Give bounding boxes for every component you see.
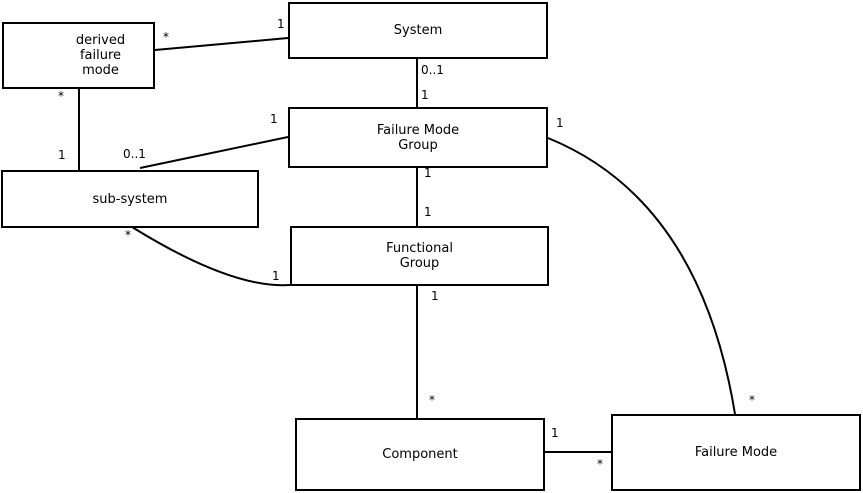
multiplicity-m-dfm-down-star: * xyxy=(58,89,64,103)
class-label-failure-mode: Failure Mode xyxy=(694,445,778,460)
class-label-failure-mode-group: Failure Mode Group xyxy=(376,122,460,153)
multiplicity-m-system-down-zeroone: 0..1 xyxy=(421,63,444,77)
multiplicity-m-fm-curve-star: * xyxy=(749,393,755,407)
multiplicity-m-fmg-down-one: 1 xyxy=(424,166,432,180)
class-label-component: Component xyxy=(382,447,458,462)
multiplicity-m-fg-up-one: 1 xyxy=(424,205,432,219)
class-label-sub-system: sub-system xyxy=(92,191,168,207)
multiplicity-m-system-to-dfm-one: 1 xyxy=(277,17,285,31)
multiplicity-m-component-to-fm-one: 1 xyxy=(551,426,559,440)
class-box-failure-mode-group[interactable]: Failure Mode Group xyxy=(288,107,548,168)
multiplicity-m-fg-down-one: 1 xyxy=(431,289,439,303)
class-label-functional-group: Functional Group xyxy=(386,241,453,271)
association-derived-failure-mode-to-system xyxy=(154,37,289,51)
class-box-component[interactable]: Component xyxy=(295,418,545,491)
multiplicity-m-subsystem-to-fmg-zeroone: 0..1 xyxy=(123,147,146,161)
multiplicity-m-subsystem-curve-star: * xyxy=(125,228,131,242)
multiplicity-m-fg-curve-one: 1 xyxy=(272,269,280,283)
multiplicity-m-fmg-to-fm-one: 1 xyxy=(556,116,564,130)
class-box-functional-group[interactable]: Functional Group xyxy=(290,226,549,286)
class-label-derived-failure-mode: derived failure mode xyxy=(75,33,126,78)
multiplicity-m-component-up-star: * xyxy=(429,393,435,407)
class-box-derived-failure-mode[interactable]: derived failure mode xyxy=(2,22,155,89)
multiplicity-m-fmg-up-one: 1 xyxy=(421,88,429,102)
association-sub-system-to-functional-group xyxy=(131,226,291,287)
class-box-system[interactable]: System xyxy=(288,2,548,59)
multiplicity-m-subsystem-up-one: 1 xyxy=(58,148,66,162)
class-box-sub-system[interactable]: sub-system xyxy=(1,170,259,228)
multiplicity-m-fmg-to-subsystem-one: 1 xyxy=(270,112,278,126)
multiplicity-m-fm-to-component-star: * xyxy=(597,457,603,471)
association-sub-system-to-failure-mode-group xyxy=(139,136,289,169)
class-label-system: System xyxy=(393,23,443,38)
multiplicity-m-dfm-to-system-star: * xyxy=(163,30,169,44)
association-failure-mode-group-to-failure-mode xyxy=(547,137,736,415)
class-box-failure-mode[interactable]: Failure Mode xyxy=(611,414,861,491)
